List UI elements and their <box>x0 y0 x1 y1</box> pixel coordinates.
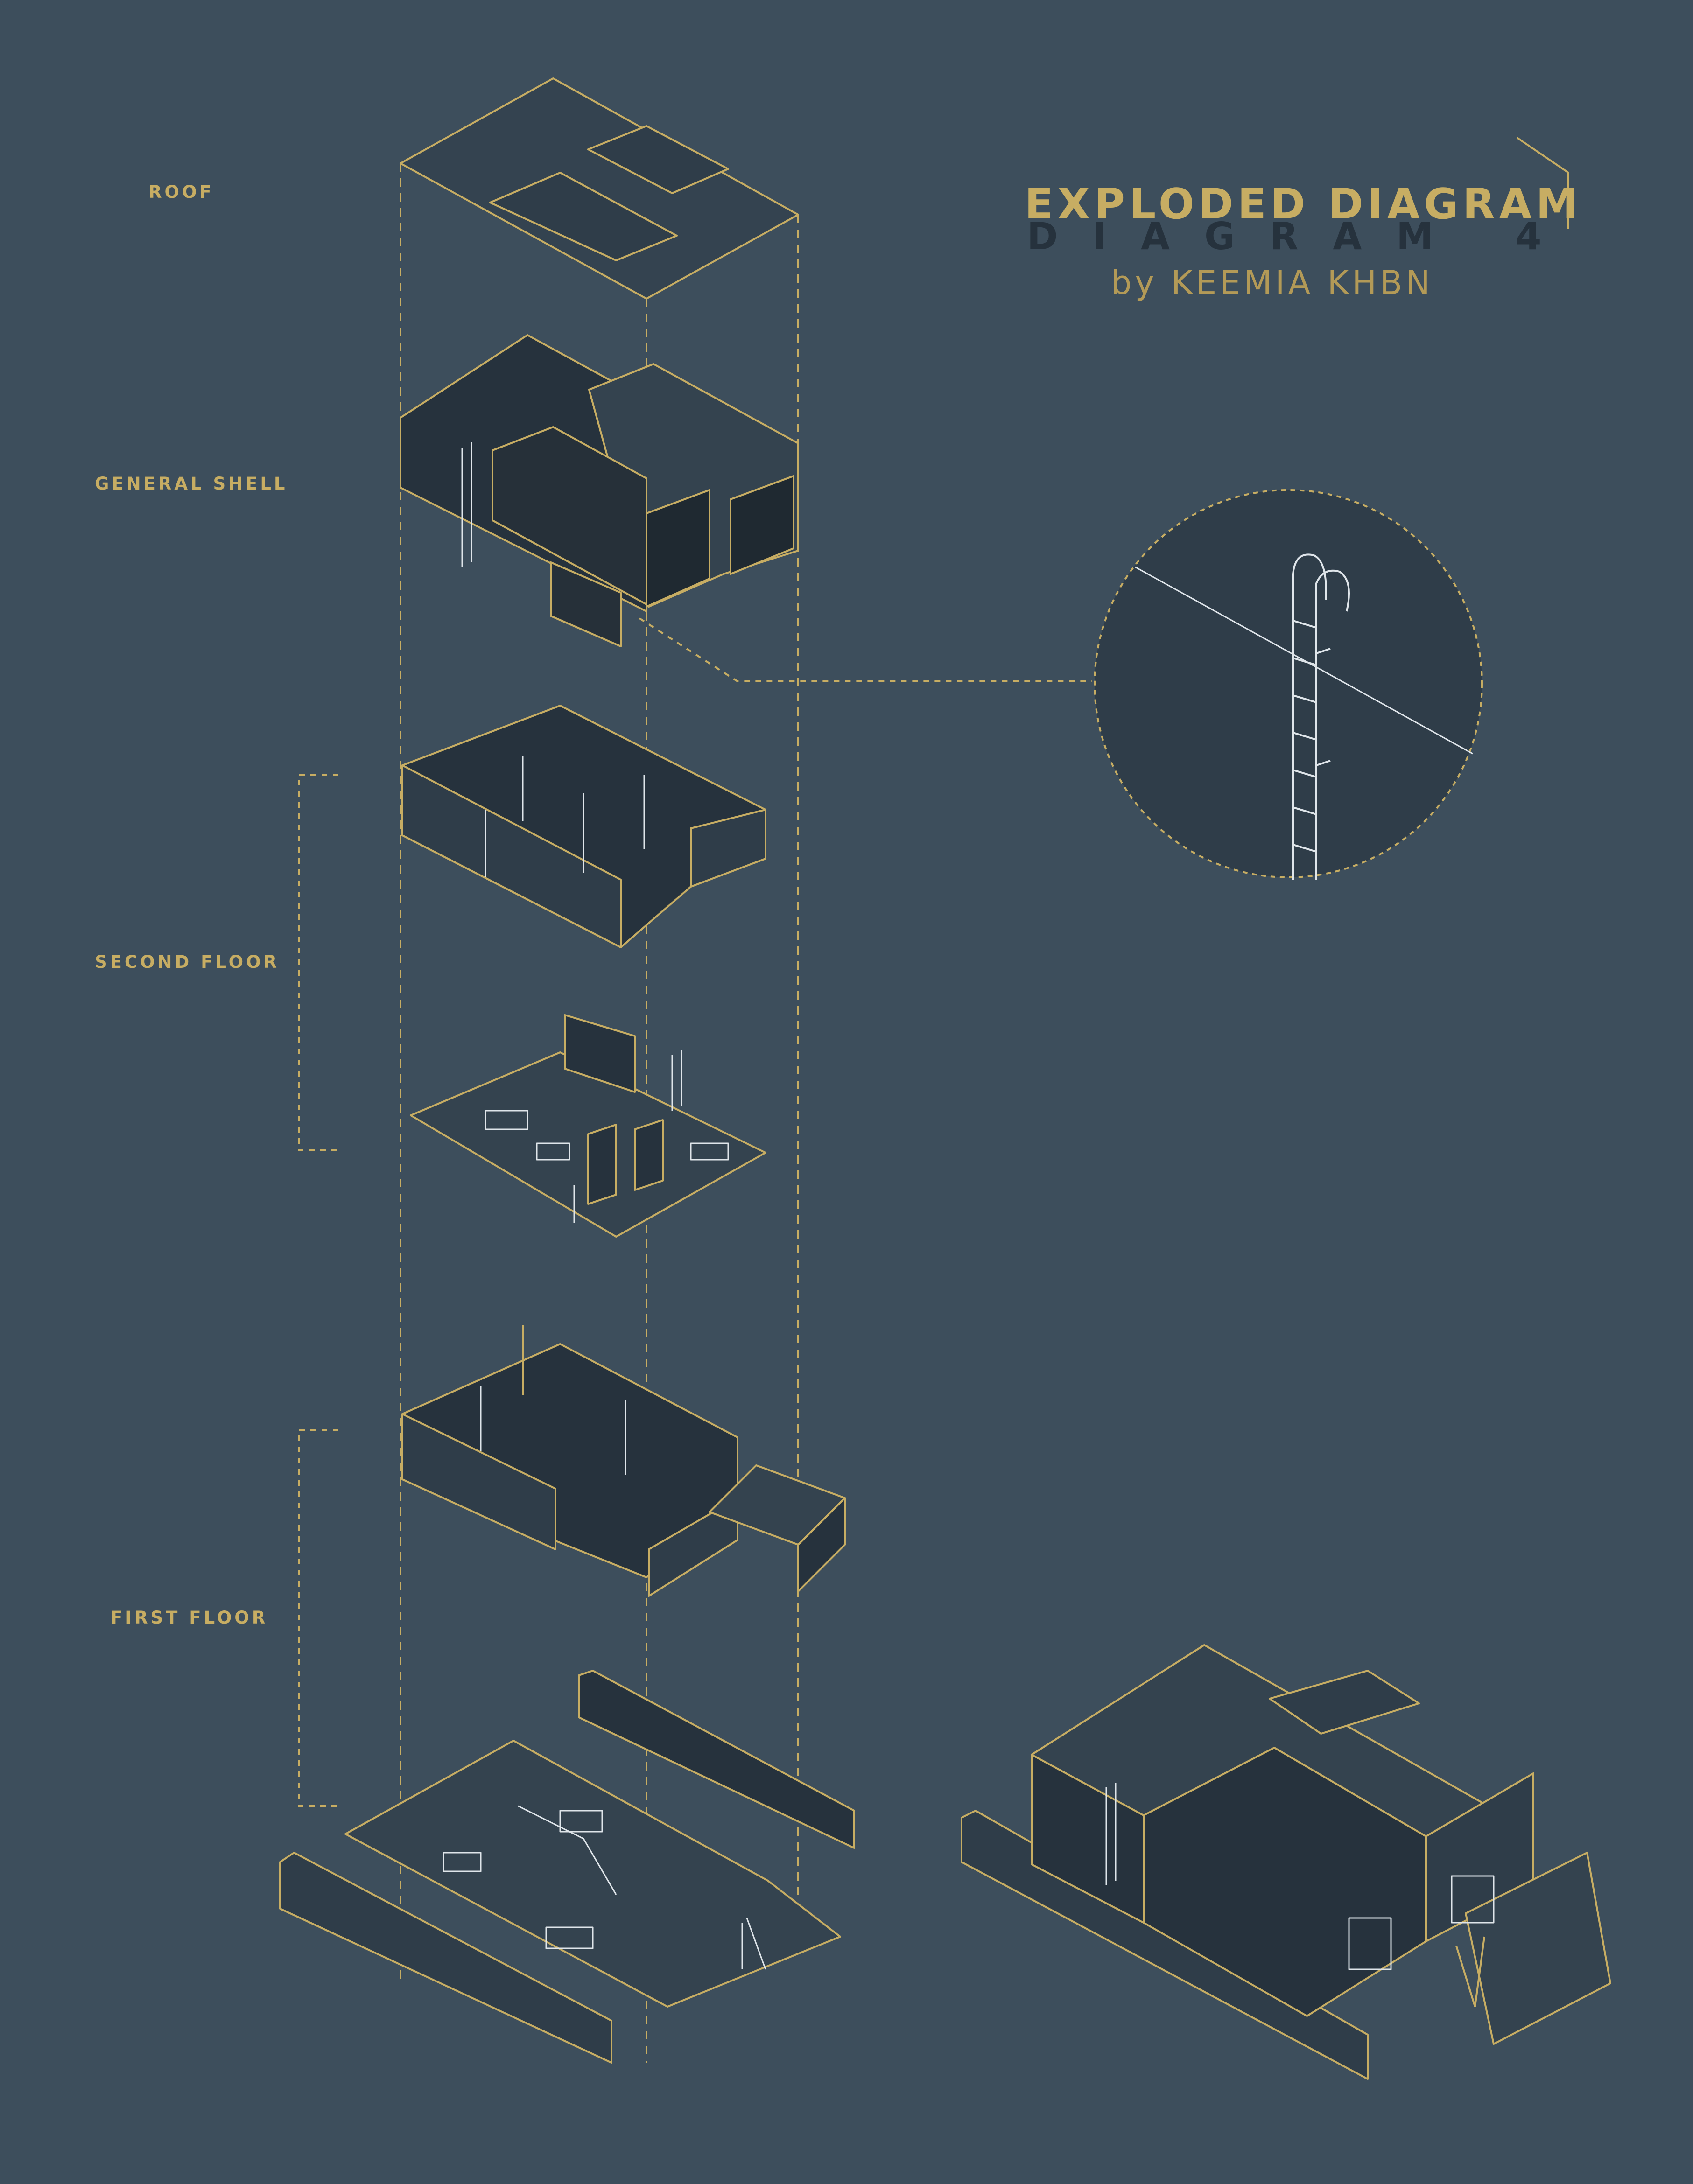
title-diagram-number: DIAGRAM 4 <box>1027 215 1576 258</box>
layer-brackets <box>298 774 338 1807</box>
title-flourish <box>1516 137 1569 229</box>
first-floor-walls-layer <box>401 1325 846 1597</box>
label-first-floor: FIRST FLOOR <box>111 1608 268 1628</box>
assembled-building <box>961 1644 1611 2080</box>
label-second-floor: SECOND FLOOR <box>95 952 280 972</box>
roof-layer <box>400 77 799 304</box>
detail-leader <box>639 617 1092 682</box>
byline: by KEEMIA KHBN <box>1111 264 1433 302</box>
second-floor-plan-layer <box>410 1014 766 1238</box>
first-floor-plan-layer <box>279 1670 855 2064</box>
second-floor-walls-layer <box>401 705 766 948</box>
label-general-shell: GENERAL SHELL <box>95 474 288 494</box>
label-roof: ROOF <box>148 182 214 202</box>
ladder-detail-icon <box>1094 489 1483 880</box>
title-exploded-diagram: EXPLODED DIAGRAM <box>1025 180 1582 229</box>
general-shell-layer <box>400 334 799 647</box>
